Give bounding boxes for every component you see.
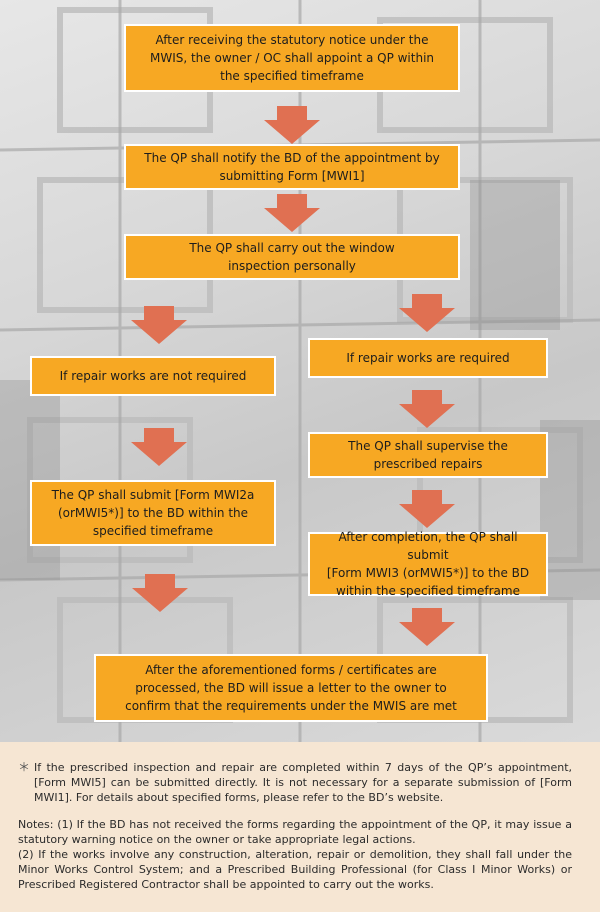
footnote-text: If the prescribed inspection and repair … [34, 761, 572, 804]
note-1: Notes: (1) If the BD has not received th… [18, 818, 572, 846]
arrow-down-1 [262, 106, 322, 146]
note-2: (2) If the works involve any constructio… [18, 848, 572, 891]
asterisk-mark: ＊ [18, 760, 31, 774]
notes-block: Notes: (1) If the BD has not received th… [18, 817, 572, 892]
arrow-down-left-3 [130, 574, 190, 614]
condition-repair-not-required: If repair works are not required [30, 356, 276, 396]
arrow-down-right-2 [397, 390, 457, 430]
step-submit-mwi3: After completion, the QP shall submit [F… [308, 530, 548, 598]
step-supervise-repairs: The QP shall supervise the prescribed re… [308, 432, 548, 478]
step-submit-mwi2a: The QP shall submit [Form MWI2a (orMWI5*… [30, 480, 276, 546]
footnote: ＊ If the prescribed inspection and repai… [18, 760, 572, 805]
arrow-down-2 [262, 194, 322, 234]
arrow-down-right-3 [397, 490, 457, 530]
arrow-down-left-2 [129, 428, 189, 468]
step-bd-issue-letter: After the aforementioned forms / certifi… [94, 654, 488, 722]
notes-section: ＊ If the prescribed inspection and repai… [0, 742, 600, 912]
condition-repair-required: If repair works are required [308, 338, 548, 378]
arrow-down-left-1 [129, 306, 189, 346]
arrow-down-right-4 [397, 608, 457, 648]
step-notify-bd: The QP shall notify the BD of the appoin… [124, 144, 460, 190]
step-appoint-qp: After receiving the statutory notice und… [124, 24, 460, 92]
step-window-inspection: The QP shall carry out the window inspec… [124, 234, 460, 280]
arrow-down-right-1 [397, 294, 457, 334]
